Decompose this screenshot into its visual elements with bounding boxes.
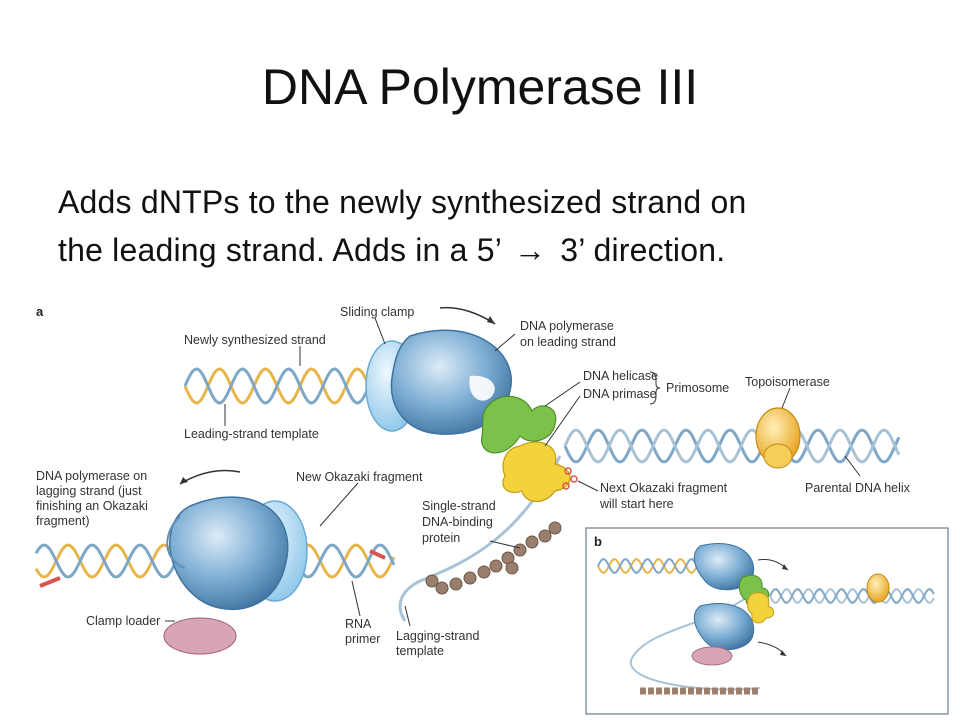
label-ssb-line3: protein bbox=[422, 531, 460, 545]
clamp-loader-shape bbox=[163, 617, 237, 655]
label-leading-strand-template: Leading-strand template bbox=[184, 427, 319, 441]
dna-primase bbox=[502, 441, 571, 503]
label-dna-helicase: DNA helicase bbox=[583, 369, 658, 383]
label-newly-synthesized-strand: Newly synthesized strand bbox=[184, 333, 326, 347]
label-sliding-clamp: Sliding clamp bbox=[340, 305, 414, 319]
rna-primer-dots bbox=[562, 467, 578, 490]
dna-polymerase-leading bbox=[365, 329, 513, 435]
label-parental-dna-helix: Parental DNA helix bbox=[805, 481, 911, 495]
body-line-2-start: the leading strand. Adds in a 5’ bbox=[58, 232, 503, 268]
label-rna-line2: primer bbox=[345, 632, 380, 646]
dna-helicase bbox=[481, 395, 557, 454]
label-leader-lines bbox=[165, 317, 861, 627]
label-pol-lagging-line3: finishing an Okazaki bbox=[36, 499, 148, 513]
slide-body-text: Adds dNTPs to the newly synthesized stra… bbox=[58, 178, 918, 274]
label-pol-lagging-line4: fragment) bbox=[36, 514, 90, 528]
label-new-okazaki-fragment: New Okazaki fragment bbox=[296, 470, 423, 484]
label-lagging-template-line1: Lagging-strand bbox=[396, 629, 479, 643]
label-next-okazaki-line1: Next Okazaki fragment bbox=[600, 481, 728, 495]
topoisomerase bbox=[755, 407, 801, 469]
lagging-strand-template-loop bbox=[398, 455, 562, 622]
label-pol-leading-line1: DNA polymerase bbox=[520, 319, 614, 333]
label-clamp-loader: Clamp loader bbox=[86, 614, 160, 628]
primosome-bracket bbox=[649, 371, 661, 405]
panel-a-label: a bbox=[36, 304, 44, 319]
label-dna-primase: DNA primase bbox=[583, 387, 657, 401]
label-lagging-template-line2: template bbox=[396, 644, 444, 658]
label-next-okazaki-line2: will start here bbox=[599, 497, 674, 511]
label-pol-leading-line2: on leading strand bbox=[520, 335, 616, 349]
dna-polymerase-lagging bbox=[163, 496, 308, 655]
label-topoisomerase: Topoisomerase bbox=[745, 375, 830, 389]
body-line-1: Adds dNTPs to the newly synthesized stra… bbox=[58, 184, 747, 220]
dna-replication-diagram: a bbox=[34, 304, 949, 715]
panel-b-inset: b bbox=[585, 527, 949, 715]
label-ssb-line1: Single-strand bbox=[422, 499, 496, 513]
label-pol-lagging-line2: lagging strand (just bbox=[36, 484, 142, 498]
body-line-2: the leading strand. Adds in a 5’ → 3’ dire… bbox=[58, 226, 918, 274]
body-line-2-end: 3’ direction. bbox=[560, 232, 726, 268]
label-ssb-line2: DNA-binding bbox=[422, 515, 493, 529]
right-arrow-icon: → bbox=[514, 232, 547, 268]
motion-arrow-lagging bbox=[179, 469, 241, 485]
slide-title: DNA Polymerase III bbox=[261, 59, 699, 115]
parental-dna-helix bbox=[563, 428, 901, 464]
label-rna-line1: RNA bbox=[345, 617, 372, 631]
motion-arrow-leading bbox=[439, 306, 496, 325]
panel-b-label: b bbox=[594, 534, 602, 549]
label-pol-lagging-line1: DNA polymerase on bbox=[36, 469, 147, 483]
label-primosome: Primosome bbox=[666, 381, 729, 395]
